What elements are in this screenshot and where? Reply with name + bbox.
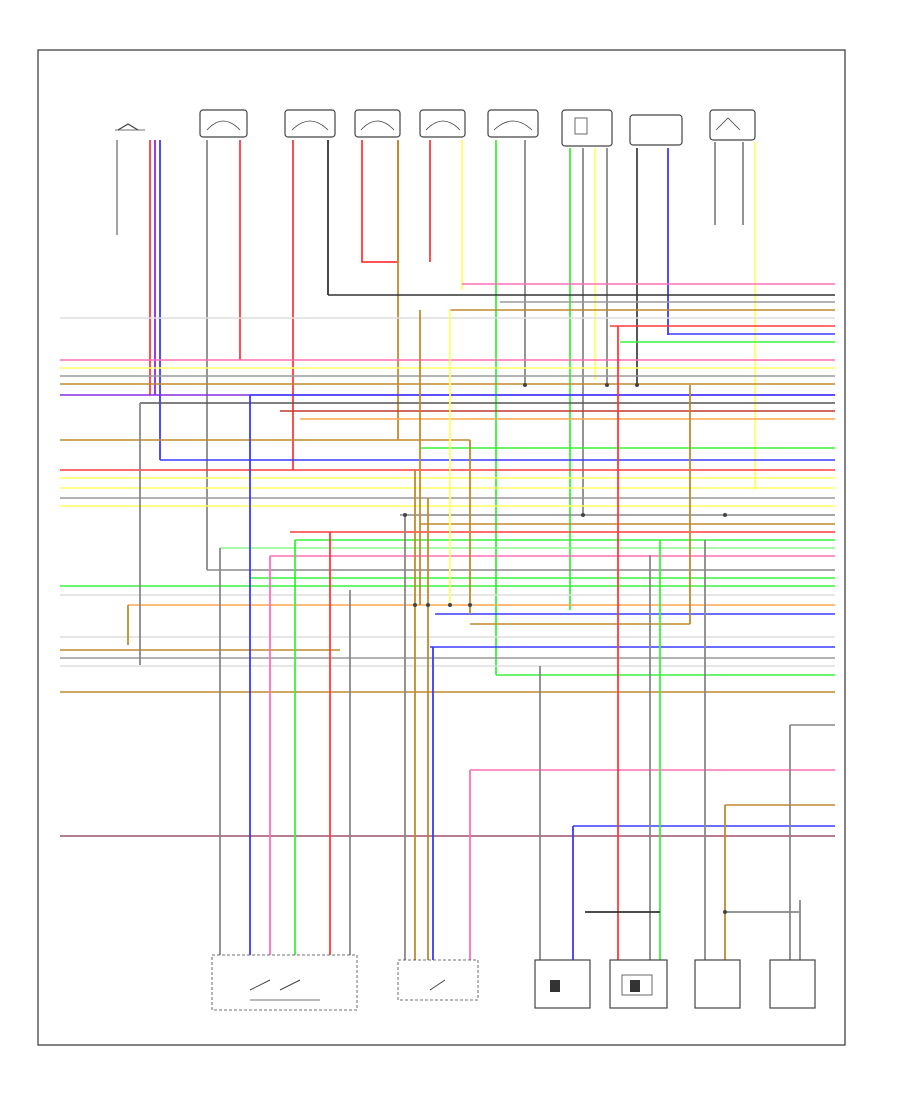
top-component-8 [629,114,683,146]
top-components [115,109,756,147]
splice-points [403,383,727,914]
top-component-6 [487,109,539,138]
top-component-3 [284,109,336,138]
bottom-component-4 [609,959,668,1009]
top-component-5 [419,109,466,138]
top-component-7 [561,109,613,147]
top-component-4 [354,109,401,138]
bottom-component-6 [769,959,816,1009]
bottom-vertical-wires [127,310,801,960]
bottom-components [211,954,816,1011]
horizontal-wire-bus [60,283,835,837]
bottom-component-5 [694,959,741,1009]
bottom-component-1 [211,954,358,1011]
top-component-2 [199,109,248,138]
top-component-9 [709,109,756,141]
top-vertical-wires [116,140,756,675]
diagram-frame [37,49,846,1046]
bottom-component-3 [534,959,591,1009]
top-component-1 [115,123,145,131]
bottom-component-2 [397,959,479,1001]
